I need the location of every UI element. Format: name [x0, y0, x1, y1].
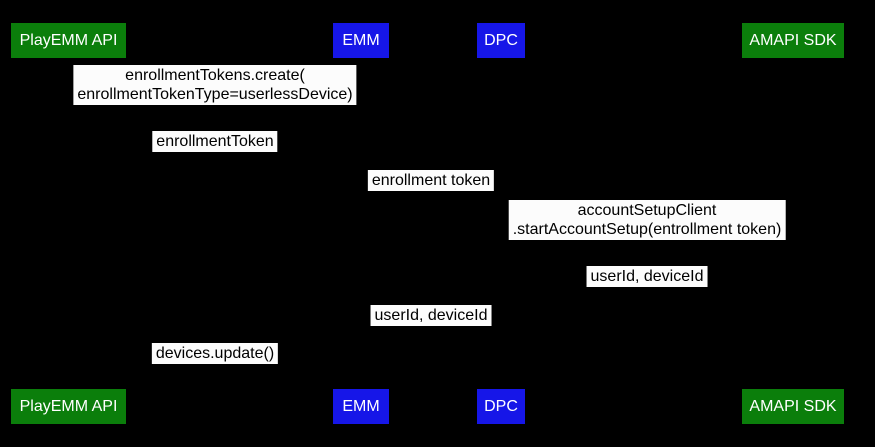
message-line: accountSetupClient [577, 202, 717, 219]
actor-label: PlayEMM API [19, 397, 118, 415]
actor-emm-top: EMM [333, 23, 389, 58]
actor-amapi-sdk-top: AMAPI SDK [742, 23, 844, 58]
actor-label: EMM [342, 31, 380, 49]
message-label-userid-deviceid-dpc-to-emm: userId, deviceId [370, 305, 492, 326]
actor-label: AMAPI SDK [749, 397, 837, 415]
message-label-enrollmenttokens-create: enrollmentTokens.create( enrollmentToken… [73, 65, 357, 105]
actor-playemm-api-bottom: PlayEMM API [11, 389, 126, 424]
actor-dpc-bottom: DPC [477, 389, 525, 424]
message-line: userId, deviceId [590, 268, 704, 285]
message-label-devices-update: devices.update() [151, 343, 279, 364]
actor-emm-bottom: EMM [333, 389, 389, 424]
message-line: enrollmentTokens.create( [125, 67, 305, 84]
message-line: userId, deviceId [374, 307, 488, 324]
message-line: enrollment token [371, 172, 491, 189]
message-label-userid-deviceid-sdk-to-dpc: userId, deviceId [586, 266, 708, 287]
actor-label: EMM [342, 397, 380, 415]
actor-label: PlayEMM API [19, 31, 118, 49]
message-line: .startAccountSetup(entrollment token) [512, 221, 782, 238]
actor-amapi-sdk-bottom: AMAPI SDK [742, 389, 844, 424]
actor-label: DPC [484, 397, 518, 415]
actor-dpc-top: DPC [477, 23, 525, 58]
message-line: enrollmentToken [156, 133, 274, 150]
message-label-startaccountsetup: accountSetupClient .startAccountSetup(en… [508, 200, 786, 240]
message-label-enrollment-token: enrollment token [367, 170, 495, 191]
message-line: devices.update() [155, 345, 275, 362]
actor-label: DPC [484, 31, 518, 49]
message-line: enrollmentTokenType=userlessDevice) [77, 86, 353, 103]
actor-playemm-api-top: PlayEMM API [11, 23, 126, 58]
actor-label: AMAPI SDK [749, 31, 837, 49]
message-label-enrollmenttoken: enrollmentToken [152, 131, 278, 152]
